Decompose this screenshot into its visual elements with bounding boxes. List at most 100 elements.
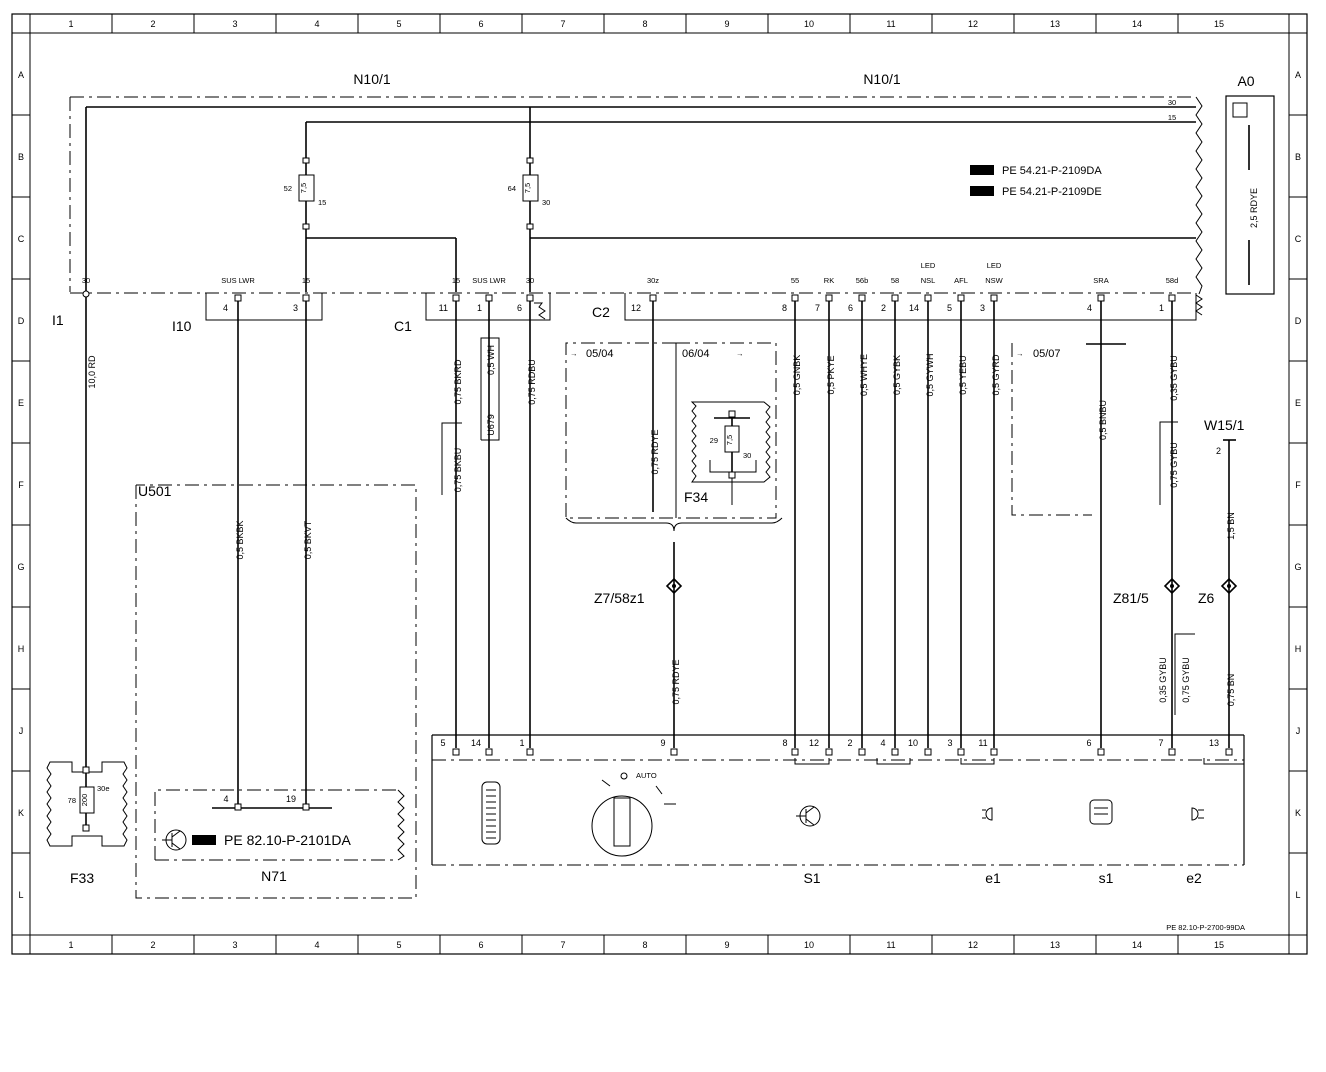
arrow-right-icon: → — [736, 349, 744, 358]
fuse-64-icon — [522, 157, 539, 230]
row-labels-right: A B C D E F G H J K L — [1294, 70, 1301, 900]
pin-number: 6 — [848, 303, 853, 313]
row-label: L — [18, 890, 23, 900]
row-label: H — [18, 644, 25, 654]
col-label: 8 — [642, 940, 647, 950]
pointing-hand-icon — [970, 165, 994, 175]
row-label: C — [1295, 234, 1302, 244]
auto-label: AUTO — [636, 771, 657, 780]
col-label: 11 — [886, 940, 895, 950]
fuse-64-number: 64 — [508, 184, 516, 193]
n10-1-module: N10/1 N10/1 30 15 52 7,5 15 — [69, 71, 1203, 298]
component-label: U679 — [486, 414, 496, 436]
terminal-label: RK — [824, 276, 834, 285]
pointing-hand-icon — [970, 186, 994, 196]
row-label: J — [1296, 726, 1301, 736]
col-label: 15 — [1214, 940, 1224, 950]
terminal-label: 30 — [526, 276, 534, 285]
pin-number: 12 — [809, 738, 819, 748]
row-label: G — [17, 562, 24, 572]
row-label: K — [1295, 808, 1301, 818]
col-label: 7 — [560, 19, 565, 29]
wire-label: 10,0 RD — [87, 355, 97, 389]
seat-switch-icon — [1089, 799, 1113, 825]
col-label: 10 — [804, 19, 814, 29]
terminal-label: SUS LWR — [472, 276, 506, 285]
reference-pe-82-10-da: PE 82.10-P-2101DA — [224, 832, 352, 848]
row-labels-left: A B C D E F G H J K L — [17, 70, 24, 900]
wire-label: 0,5 GYRD — [991, 354, 1001, 396]
terminal-label: 15 — [302, 276, 310, 285]
terminal-label: AFL — [954, 276, 968, 285]
terminal-label: SRA — [1093, 276, 1108, 285]
e2-label: e2 — [1186, 870, 1202, 886]
a0-label: A0 — [1237, 73, 1254, 89]
terminal-label: 55 — [791, 276, 799, 285]
reference-pe-54-21-de: PE 54.21-P-2109DE — [1002, 186, 1102, 198]
wire-label: 0,5 GNBK — [792, 355, 802, 396]
wire-label: 0,5 GYBK — [892, 355, 902, 395]
c2-label: C2 — [592, 304, 610, 320]
f34-fuse-holder — [690, 401, 771, 505]
fuse-64-rating: 7,5 — [523, 183, 532, 193]
i1-label: I1 — [52, 312, 64, 328]
wire-label: 0,5 GYWH — [925, 353, 935, 396]
arrow-right-icon: → — [1016, 349, 1024, 358]
reference-pe-54-21-da: PE 54.21-P-2109DA — [1002, 165, 1102, 177]
col-label: 2 — [150, 940, 155, 950]
wire-brackets — [441, 337, 1195, 715]
pin-number: 3 — [947, 738, 952, 748]
col-label: 1 — [68, 19, 73, 29]
row-label: D — [18, 316, 25, 326]
fuse-78-number: 78 — [68, 796, 76, 805]
c1-label: C1 — [394, 318, 412, 334]
fuse-29-terminal: 30 — [743, 451, 751, 460]
cross-ref-label: 06/04 — [682, 348, 710, 360]
row-label: J — [19, 726, 24, 736]
wire-label: 0,35 GYBU — [1158, 657, 1168, 703]
fuse-64-terminal: 30 — [542, 198, 550, 207]
wire-label: 0,75 RDYE — [671, 659, 681, 704]
wire-label: 0,75 BN — [1226, 674, 1236, 707]
cross-ref-box-05-07 — [1011, 343, 1092, 516]
col-label: 3 — [232, 940, 237, 950]
column-labels-top: 1 2 3 4 5 6 7 8 9 10 11 12 13 14 15 — [68, 19, 1224, 29]
splice-z7-icon — [665, 577, 683, 595]
col-label: 14 — [1132, 940, 1142, 950]
row-label: H — [1295, 644, 1302, 654]
footer-reference: PE 82.10-P-2700-99DA — [1166, 923, 1245, 932]
terminal-label: 30 — [82, 276, 90, 285]
terminal-label: 30z — [647, 276, 659, 285]
row-label: E — [1295, 398, 1301, 408]
row-label: B — [18, 152, 24, 162]
pin-number: 2 — [847, 738, 852, 748]
n10-1-label-left: N10/1 — [353, 71, 391, 87]
pin-number: 5 — [947, 303, 952, 313]
terminal-label: SUS LWR — [221, 276, 255, 285]
pin-number: 6 — [517, 303, 522, 313]
pin-number: 6 — [1086, 738, 1091, 748]
terminal-label: LED — [987, 261, 1002, 270]
wire-label: 0,35 GYBU — [1169, 355, 1179, 401]
pin-number: 12 — [631, 303, 641, 313]
pin-number: 11 — [439, 303, 448, 313]
f33-label: F33 — [70, 870, 94, 886]
wire-label: 0,5 YEBU — [958, 355, 968, 394]
pin-number: 9 — [660, 738, 665, 748]
pin-number: 4 — [223, 303, 228, 313]
wire-label: 0,75 GYBU — [1169, 442, 1179, 488]
wire-label: 0,5 WH — [486, 345, 496, 375]
row-label: F — [18, 480, 24, 490]
col-label: 6 — [478, 19, 483, 29]
col-label: 15 — [1214, 19, 1224, 29]
col-label: 2 — [150, 19, 155, 29]
wire-label: 0,75 GYBU — [1181, 657, 1191, 703]
n71-label: N71 — [261, 868, 287, 884]
c2-connector — [624, 293, 1203, 321]
bus-15-label: 15 — [1168, 113, 1176, 122]
wire-label: 2,5 RDYE — [1249, 188, 1259, 228]
pin-number: 10 — [908, 738, 918, 748]
row-label: A — [18, 70, 24, 80]
pin-number: 1 — [477, 303, 482, 313]
pin-number: 7 — [1158, 738, 1163, 748]
